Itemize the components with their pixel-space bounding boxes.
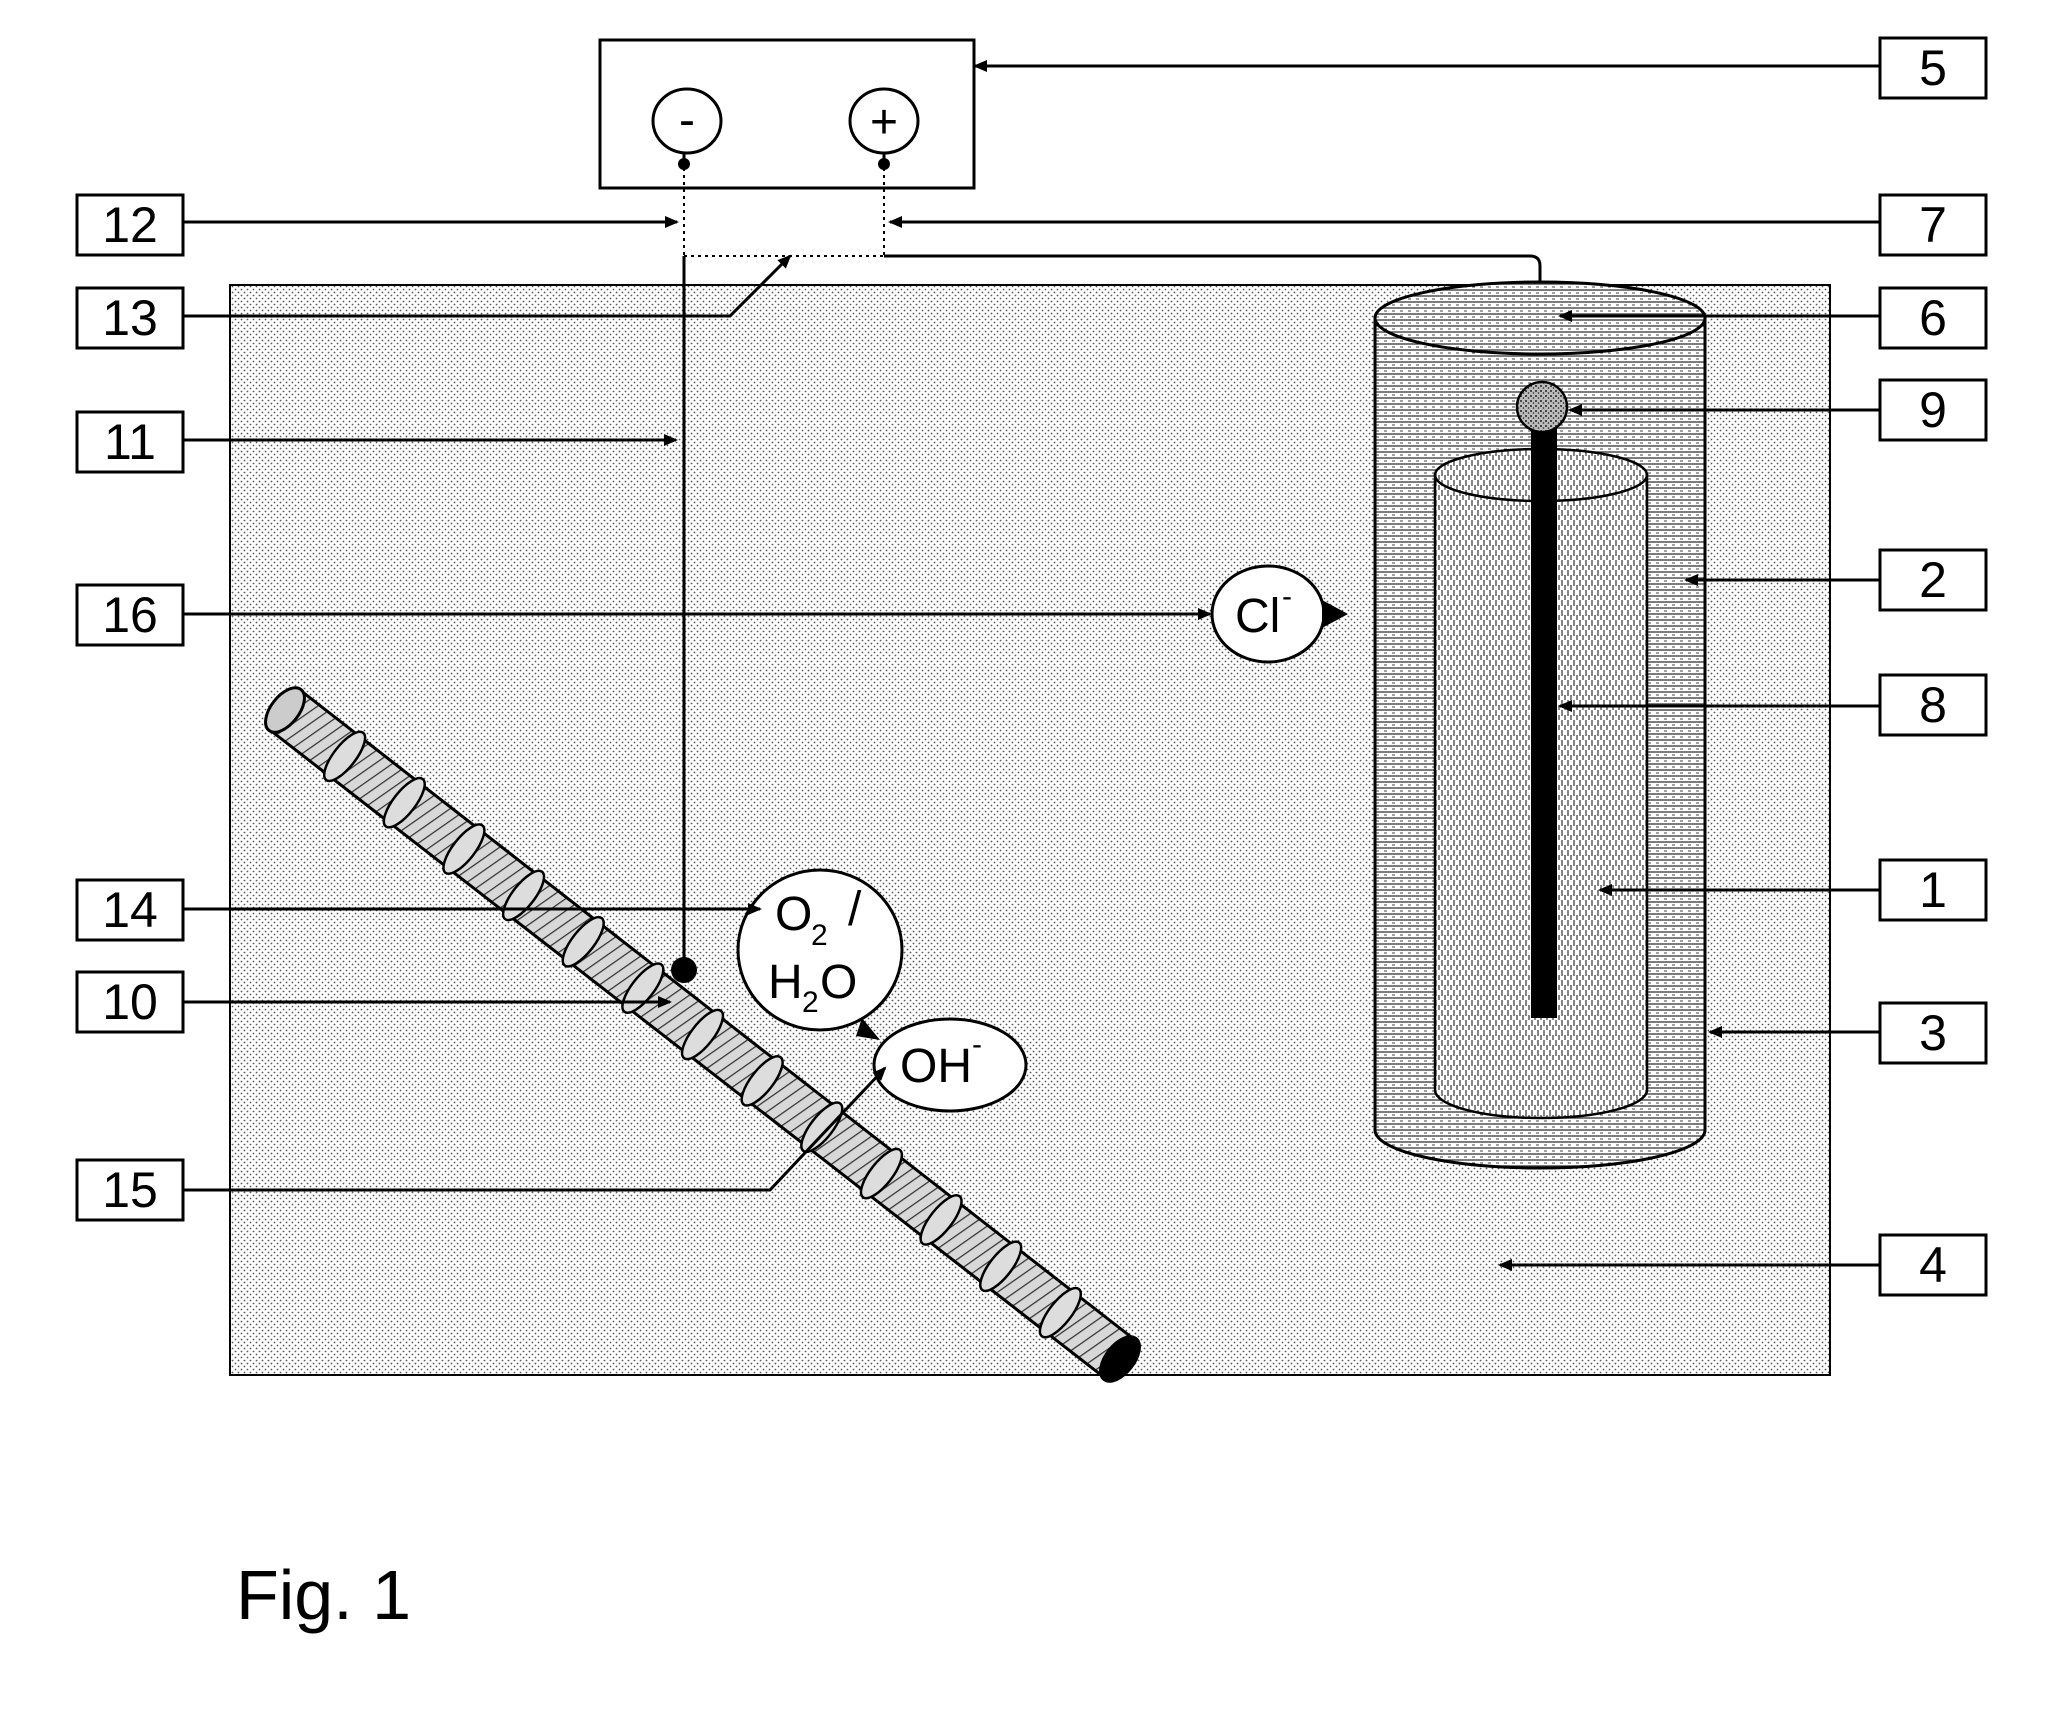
reference-label-14: 14 bbox=[75, 878, 762, 942]
reference-label-text: 8 bbox=[1919, 677, 1947, 733]
reference-label-12: 12 bbox=[75, 193, 679, 257]
rebar-rib bbox=[382, 776, 426, 829]
rebar-rib bbox=[740, 1055, 784, 1107]
reference-label-10: 10 bbox=[75, 970, 672, 1034]
cathode-contact-point bbox=[671, 957, 697, 983]
oxygen-water: O 2 / H 2 O bbox=[736, 868, 904, 1040]
reference-label-13: 13 bbox=[75, 254, 792, 350]
svg-text:-: - bbox=[972, 1028, 982, 1061]
reference-label-text: 14 bbox=[102, 882, 158, 938]
reference-label-text: 10 bbox=[102, 974, 158, 1030]
reference-label-7: 7 bbox=[888, 193, 1988, 257]
reference-label-6: 6 bbox=[1558, 286, 1988, 350]
svg-text:OH: OH bbox=[900, 1040, 972, 1093]
negative-terminal: - bbox=[651, 87, 723, 170]
rebar-rib bbox=[322, 730, 367, 783]
reference-label-text: 2 bbox=[1919, 552, 1947, 608]
svg-text:O: O bbox=[775, 888, 812, 941]
svg-text:O: O bbox=[820, 956, 857, 1009]
reference-label-8: 8 bbox=[1558, 673, 1988, 737]
hydroxide-ion: OH - bbox=[872, 1017, 1028, 1113]
reference-label-text: 6 bbox=[1919, 290, 1947, 346]
rebar-rib bbox=[442, 823, 486, 875]
positive-terminal: + bbox=[848, 87, 920, 170]
svg-text:+: + bbox=[870, 96, 898, 149]
connector-ball bbox=[1515, 380, 1569, 434]
figure-caption: Fig. 1 bbox=[236, 1556, 412, 1634]
rebar-ribs bbox=[322, 730, 1083, 1339]
reference-label-text: 3 bbox=[1919, 1005, 1947, 1061]
reference-label-4: 4 bbox=[1498, 1233, 1988, 1297]
svg-text:-: - bbox=[679, 94, 695, 147]
reference-label-text: 5 bbox=[1919, 40, 1947, 96]
anode-wire bbox=[884, 254, 1542, 385]
rebar-rib bbox=[919, 1194, 963, 1246]
reference-label-text: 11 bbox=[104, 414, 156, 470]
reference-label-text: 16 bbox=[102, 587, 158, 643]
reference-label-9: 9 bbox=[1568, 378, 1988, 442]
reference-label-2: 2 bbox=[1684, 548, 1988, 612]
svg-text:/: / bbox=[848, 883, 862, 936]
reference-label-text: 7 bbox=[1919, 197, 1947, 253]
reference-label-text: 4 bbox=[1919, 1237, 1947, 1293]
rebar-rib bbox=[680, 1008, 725, 1061]
rebar-rib bbox=[561, 915, 605, 968]
reference-label-text: 9 bbox=[1919, 382, 1947, 438]
reference-label-text: 15 bbox=[102, 1162, 158, 1218]
svg-text:Cl: Cl bbox=[1235, 590, 1280, 643]
reference-label-text: 12 bbox=[102, 197, 158, 253]
rebar-rib bbox=[800, 1101, 844, 1154]
reference-label-5: 5 bbox=[973, 36, 1988, 100]
reference-label-1: 1 bbox=[1598, 858, 1988, 922]
reference-label-3: 3 bbox=[1708, 1001, 1988, 1065]
svg-text:-: - bbox=[1282, 580, 1292, 613]
svg-text:H: H bbox=[768, 956, 803, 1009]
reference-label-15: 15 bbox=[75, 1066, 887, 1222]
reference-label-11: 11 bbox=[75, 410, 678, 474]
reference-label-text: 13 bbox=[102, 290, 158, 346]
svg-text:2: 2 bbox=[811, 919, 828, 952]
rebar-rib bbox=[859, 1147, 904, 1200]
rebar-rib bbox=[621, 962, 665, 1014]
reference-label-16: 16 bbox=[75, 583, 1212, 647]
reference-label-text: 1 bbox=[1919, 862, 1947, 918]
anode-rod bbox=[1531, 405, 1557, 1018]
svg-text:2: 2 bbox=[802, 986, 819, 1019]
rebar-rib bbox=[1038, 1286, 1083, 1339]
rebar-rib bbox=[979, 1240, 1023, 1293]
chloride-ion: Cl - bbox=[1210, 564, 1348, 664]
